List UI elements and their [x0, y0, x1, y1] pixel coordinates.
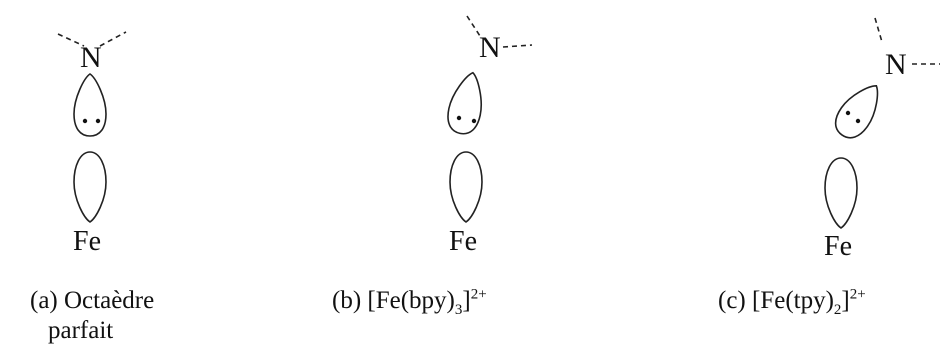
- panel-c-electron-dot-2: [855, 118, 861, 124]
- panel-b-caption-prefix: (b) [Fe(bpy): [332, 287, 455, 314]
- panel-a: N Fe: [57, 31, 127, 257]
- panel-a-nitrogen-label: N: [80, 41, 102, 74]
- panel-c-caption-superscript: 2+: [849, 286, 866, 303]
- panel-a-n-bond-left: [57, 33, 85, 47]
- panel-c-electron-dot-1: [845, 110, 851, 116]
- panel-a-iron-label: Fe: [73, 226, 101, 257]
- panel-b-caption-superscript: 2+: [470, 286, 487, 303]
- panel-c-caption-subscript: 2: [833, 302, 842, 318]
- panel-a-n-bond-right: [99, 31, 127, 47]
- panel-b: N Fe: [447, 15, 533, 257]
- panel-b-nitrogen-label: N: [479, 31, 501, 64]
- panel-c-caption: (c) [Fe(tpy)2]2+: [718, 286, 866, 318]
- panel-c-caption-suffix: ]: [841, 287, 850, 314]
- panel-c-n-bond-up: [874, 17, 883, 43]
- panel-b-iron-label: Fe: [449, 226, 477, 257]
- panel-b-n-bond-right: [502, 44, 533, 48]
- panel-c: N Fe: [824, 17, 940, 262]
- panel-a-lone-pair-lobe: [73, 73, 107, 137]
- panel-b-caption-suffix: ]: [462, 287, 471, 314]
- panel-b-lone-pair-lobe: [447, 71, 482, 135]
- panel-a-caption-line-2: parfait: [48, 317, 114, 344]
- panel-b-fe-orbital-lobe: [449, 151, 483, 223]
- panel-c-iron-label: Fe: [824, 231, 852, 262]
- panel-b-electron-dot-1: [456, 115, 462, 121]
- panel-a-electron-dot-2: [95, 118, 101, 124]
- panel-a-fe-orbital-lobe: [73, 151, 107, 223]
- panel-c-caption-prefix: (c) [Fe(tpy): [718, 287, 834, 314]
- panel-c-lone-pair-lobe: [834, 84, 879, 139]
- panel-c-nitrogen-label: N: [885, 48, 907, 81]
- panel-b-caption-subscript: 3: [454, 302, 463, 318]
- panel-a-electron-dot-1: [82, 118, 88, 124]
- panel-b-caption: (b) [Fe(bpy)3]2+: [332, 286, 487, 318]
- panel-a-caption-line-1: (a) Octaèdre: [30, 287, 155, 314]
- panel-b-n-bond-up: [466, 15, 481, 37]
- panel-b-electron-dot-2: [471, 118, 477, 124]
- panel-c-fe-orbital-lobe: [824, 157, 858, 229]
